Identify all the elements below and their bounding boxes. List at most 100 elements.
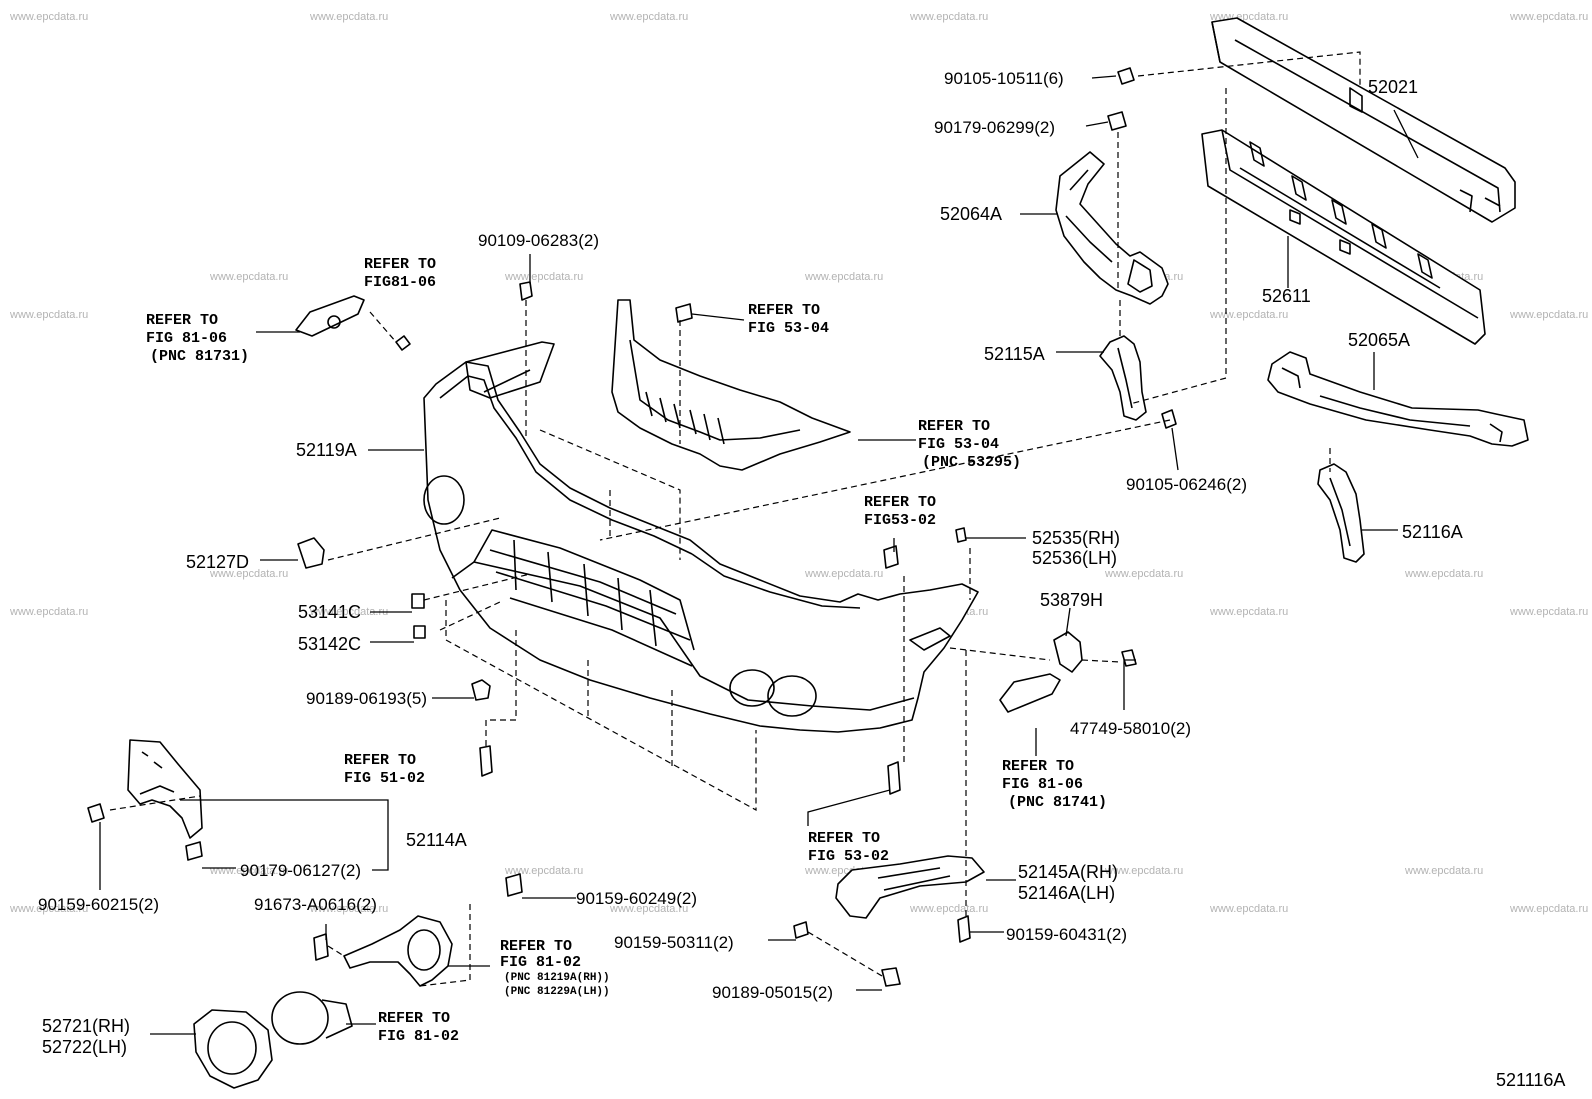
watermark-text: www.epcdata.ru xyxy=(9,309,88,321)
label-52722: 52722(LH) xyxy=(42,1037,127,1057)
label-90179-06299: 90179-06299(2) xyxy=(934,118,1055,137)
label-90109-06283: 90109-06283(2) xyxy=(478,231,599,250)
part-52065A-bracket xyxy=(1267,351,1529,447)
label-90105-06246: 90105-06246(2) xyxy=(1126,475,1247,494)
ref-note: FIG81-06 xyxy=(364,274,436,291)
ref-note: REFER TO xyxy=(918,418,990,435)
ref-note: FIG 53-04 xyxy=(918,436,999,453)
leader-lines xyxy=(99,75,1419,1035)
watermarks: www.epcdata.ru www.epcdata.ru www.epcdat… xyxy=(9,11,1588,915)
watermark-text: www.epcdata.ru xyxy=(9,903,88,915)
part-52064A-bracket xyxy=(1055,151,1169,305)
ref-note: REFER TO xyxy=(364,256,436,273)
label-90159-50311: 90159-50311(2) xyxy=(614,933,734,952)
part-52721-foglamp-cover xyxy=(193,1009,273,1089)
watermark-text: www.epcdata.ru xyxy=(804,568,883,580)
label-91673-A0616: 91673-A0616(2) xyxy=(254,895,377,914)
ref-note: FIG53-02 xyxy=(864,512,936,529)
watermark-text: www.epcdata.ru xyxy=(9,11,88,23)
ref-note: REFER TO xyxy=(1002,758,1074,775)
label-53879H: 53879H xyxy=(1040,590,1103,610)
ref-note: REFER TO xyxy=(864,494,936,511)
reference-notes: REFER TO FIG81-06 REFER TO FIG 81-06 (PN… xyxy=(146,256,1107,1045)
label-90159-60215: 90159-60215(2) xyxy=(38,895,159,914)
label-52535: 52535(RH) xyxy=(1032,528,1120,548)
label-53142C: 53142C xyxy=(298,634,361,654)
watermark-text: www.epcdata.ru xyxy=(209,271,288,283)
watermark-text: www.epcdata.ru xyxy=(909,903,988,915)
part-washer-cover-right xyxy=(999,673,1061,713)
label-52146A: 52146A(LH) xyxy=(1018,883,1115,903)
label-90159-60249: 90159-60249(2) xyxy=(576,889,697,908)
ref-note: FIG 53-02 xyxy=(808,848,889,865)
label-52021: 52021 xyxy=(1368,77,1418,97)
watermark-text: www.epcdata.ru xyxy=(1404,865,1483,877)
ref-note: REFER TO xyxy=(500,938,572,955)
watermark-text: www.epcdata.ru xyxy=(1509,11,1588,23)
label-52611: 52611 xyxy=(1262,286,1311,306)
part-52114A-bracket xyxy=(127,739,203,839)
watermark-text: www.epcdata.ru xyxy=(1509,309,1588,321)
label-52114A: 52114A xyxy=(406,830,467,850)
watermark-text: www.epcdata.ru xyxy=(609,11,688,23)
watermark-text: www.epcdata.ru xyxy=(1509,903,1588,915)
label-52065A: 52065A xyxy=(1348,330,1410,350)
watermark-text: www.epcdata.ru xyxy=(504,865,583,877)
ref-note: FIG 81-02 xyxy=(500,954,581,971)
ref-note: FIG 81-06 xyxy=(1002,776,1083,793)
part-washer-cover-left xyxy=(295,295,411,351)
label-90189-06193: 90189-06193(5) xyxy=(306,689,427,708)
ref-note: FIG 81-06 xyxy=(146,330,227,347)
ref-note: (PNC 81741) xyxy=(1008,794,1107,811)
part-labels: 52021 90105-10511(6) 90179-06299(2) 5206… xyxy=(38,69,1565,1090)
label-52721: 52721(RH) xyxy=(42,1016,130,1036)
ref-note: REFER TO xyxy=(146,312,218,329)
label-52119A: 52119A xyxy=(296,440,357,460)
label-90189-05015: 90189-05015(2) xyxy=(712,983,833,1002)
label-52127D: 52127D xyxy=(186,552,249,572)
figure-code: 521116A xyxy=(1496,1070,1565,1090)
label-52064A: 52064A xyxy=(940,204,1002,224)
watermark-text: www.epcdata.ru xyxy=(309,903,388,915)
part-52127D-cap xyxy=(297,537,325,569)
ref-note: REFER TO xyxy=(378,1010,450,1027)
ref-note: (PNC 81731) xyxy=(150,348,249,365)
watermark-text: www.epcdata.ru xyxy=(1209,309,1288,321)
label-52536: 52536(LH) xyxy=(1032,548,1117,568)
watermark-text: www.epcdata.ru xyxy=(504,271,583,283)
watermark-text: www.epcdata.ru xyxy=(1404,568,1483,580)
part-52611-absorber xyxy=(1201,129,1486,345)
part-52115A-stay xyxy=(1099,335,1147,421)
part-53879H-retainer xyxy=(1053,631,1083,673)
watermark-text: www.epcdata.ru xyxy=(609,903,688,915)
watermark-text: www.epcdata.ru xyxy=(209,568,288,580)
part-grille-53-04 xyxy=(611,299,851,471)
label-90105-10511: 90105-10511(6) xyxy=(944,69,1064,88)
label-52116A: 52116A xyxy=(1402,522,1463,542)
watermark-text: www.epcdata.ru xyxy=(804,271,883,283)
part-foglamp xyxy=(271,991,353,1045)
watermark-text: www.epcdata.ru xyxy=(309,11,388,23)
assembly-lines xyxy=(109,51,1361,987)
part-foglamp-bracket xyxy=(343,915,453,987)
ref-note: FIG 51-02 xyxy=(344,770,425,787)
part-52119A-bumper-cover xyxy=(423,341,979,733)
label-90179-06127: 90179-06127(2) xyxy=(240,861,361,880)
label-53141C: 53141C xyxy=(298,602,361,622)
part-52116A-stay xyxy=(1317,463,1365,563)
label-52145A: 52145A(RH) xyxy=(1018,862,1118,882)
ref-note: REFER TO xyxy=(808,830,880,847)
ref-note: FIG 81-02 xyxy=(378,1028,459,1045)
fasteners xyxy=(87,67,1177,987)
part-52021-reinforcement xyxy=(1211,17,1516,223)
watermark-text: www.epcdata.ru xyxy=(909,11,988,23)
ref-note: (PNC 81229A(LH)) xyxy=(504,986,610,998)
part-clips xyxy=(411,593,491,701)
label-52115A: 52115A xyxy=(984,344,1045,364)
label-47749-58010: 47749-58010(2) xyxy=(1070,719,1191,738)
watermark-text: www.epcdata.ru xyxy=(309,606,388,618)
ref-note: REFER TO xyxy=(344,752,416,769)
watermark-text: www.epcdata.ru xyxy=(1209,606,1288,618)
watermark-text: www.epcdata.ru xyxy=(1509,606,1588,618)
